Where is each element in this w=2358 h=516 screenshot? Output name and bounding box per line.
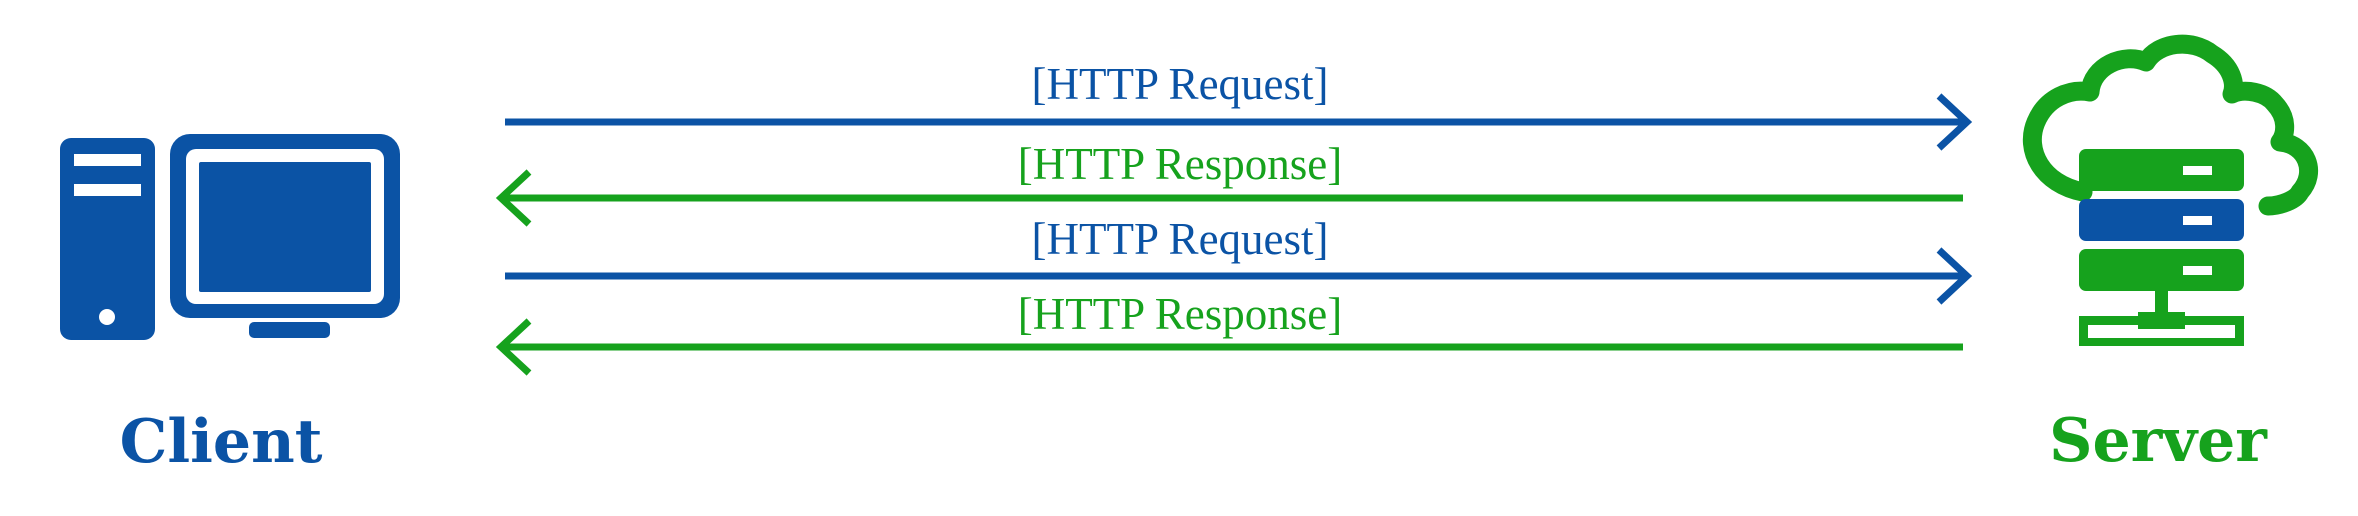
computer-tower: [60, 138, 155, 340]
server-label: Server: [2049, 406, 2267, 476]
message-arrows: [495, 93, 1973, 376]
client-label: Client: [119, 407, 323, 477]
request-label-1: [HTTP Request]: [1031, 59, 1329, 109]
cloud-outline: [2022, 34, 2319, 216]
response-label-1: [HTTP Response]: [1017, 139, 1343, 189]
request-label-2: [HTTP Request]: [1031, 214, 1329, 264]
request-arrow-2: [505, 247, 1973, 305]
response-arrow-2: [495, 318, 1963, 376]
computer-monitor: [170, 134, 400, 338]
server-network-connector: [2079, 291, 2244, 346]
response-arrow-1: [495, 169, 1963, 227]
response-label-2: [HTTP Response]: [1017, 289, 1343, 339]
desktop-computer-icon: [60, 134, 400, 340]
request-arrow-1: [505, 93, 1973, 151]
server-stack: [2079, 149, 2244, 291]
cloud-server-icon: [2022, 34, 2319, 346]
